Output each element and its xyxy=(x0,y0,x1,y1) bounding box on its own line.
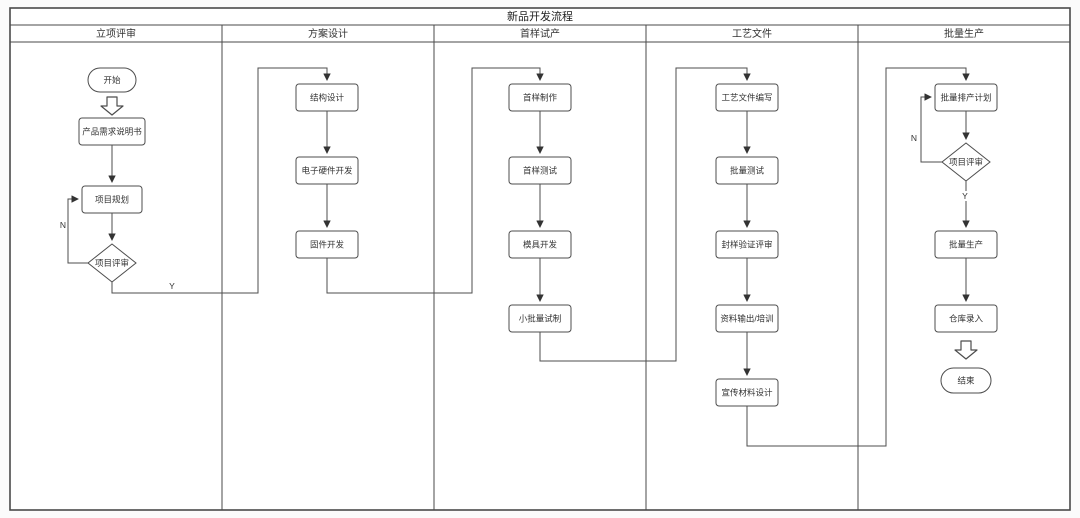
process-shape xyxy=(81,185,143,214)
edge-review2-no-loop xyxy=(920,93,942,163)
node-structure: 结构设计 xyxy=(295,83,359,112)
decision-shape xyxy=(87,243,137,283)
decision-shape xyxy=(941,142,991,182)
node-mass-production: 批量生产 xyxy=(934,230,998,259)
lane-header-mass-production: 批量生产 xyxy=(944,27,984,40)
node-pilot: 小批量试制 xyxy=(508,304,572,333)
node-process-doc: 工艺文件编写 xyxy=(715,83,779,112)
process-shape xyxy=(78,117,146,146)
edge-review1-no-loop xyxy=(67,195,88,264)
process-shape xyxy=(295,230,359,259)
node-review1: 项目评审 xyxy=(87,243,137,283)
process-shape xyxy=(508,304,572,333)
process-shape xyxy=(715,156,779,185)
edge-marketing-to-schedule xyxy=(746,67,970,447)
node-review2: 项目评审 xyxy=(941,142,991,182)
lane-header-solution-design: 方案设计 xyxy=(308,27,348,40)
node-label: 项目评审 xyxy=(95,258,129,268)
block-arrow-down-icon xyxy=(954,340,978,360)
process-shape xyxy=(508,156,572,185)
process-shape xyxy=(934,83,998,112)
node-label: 结构设计 xyxy=(310,93,345,103)
node-hardware: 电子硬件开发 xyxy=(295,156,359,185)
node-sample-make: 首样制作 xyxy=(508,83,572,112)
node-mold: 模具开发 xyxy=(508,230,572,259)
node-label: 工艺文件编写 xyxy=(721,93,772,103)
node-label: 宣传材料设计 xyxy=(721,388,773,398)
edge-label-review1-yes: Y xyxy=(169,281,175,291)
node-label: 批量测试 xyxy=(730,166,765,176)
node-label: 批量生产 xyxy=(949,240,983,250)
node-label: 仓库录入 xyxy=(949,314,984,324)
node-label: 固件开发 xyxy=(310,240,345,250)
node-label: 批量排产计划 xyxy=(940,93,991,103)
node-label: 模具开发 xyxy=(523,240,558,250)
edge-review1-yes-to-structure xyxy=(111,67,331,294)
process-shape xyxy=(715,304,779,333)
node-batch-test: 批量测试 xyxy=(715,156,779,185)
lane-header-project-approval: 立项评审 xyxy=(96,27,136,40)
node-label: 开始 xyxy=(103,75,121,85)
node-label: 结束 xyxy=(957,376,975,386)
node-label: 首样测试 xyxy=(523,166,558,176)
diagram-title: 新品开发流程 xyxy=(507,9,573,23)
node-firmware: 固件开发 xyxy=(295,230,359,259)
lane-header-process-docs: 工艺文件 xyxy=(732,27,772,40)
node-seal-review: 封样验证评审 xyxy=(715,230,779,259)
edge-pilot-to-process-doc xyxy=(539,67,751,362)
node-label: 资料输出/培训 xyxy=(720,314,773,324)
node-label: 首样制作 xyxy=(523,93,558,103)
node-label: 产品需求说明书 xyxy=(82,127,142,137)
process-shape xyxy=(715,83,779,112)
process-shape xyxy=(508,83,572,112)
block-arrow-down-icon xyxy=(100,96,124,116)
edge-label-review2-yes: Y xyxy=(962,191,968,201)
node-label: 小批量试制 xyxy=(519,314,562,324)
lane-header-first-sample: 首样试产 xyxy=(520,27,560,40)
edge-label-review2-no: N xyxy=(911,133,917,143)
process-shape xyxy=(934,230,998,259)
edges: N Y N Y xyxy=(58,67,970,447)
process-shape xyxy=(715,378,779,407)
node-warehouse: 仓库录入 xyxy=(934,304,998,333)
edge-label-review1-no: N xyxy=(60,220,66,230)
node-prd: 产品需求说明书 xyxy=(78,117,146,146)
process-shape xyxy=(508,230,572,259)
node-label: 封样验证评审 xyxy=(721,240,772,250)
edge-firmware-to-sample-make xyxy=(326,67,544,294)
node-label: 项目评审 xyxy=(949,157,983,167)
node-marketing: 宣传材料设计 xyxy=(715,378,779,407)
node-data-output: 资料输出/培训 xyxy=(715,304,779,333)
process-shape xyxy=(715,230,779,259)
node-label: 电子硬件开发 xyxy=(301,166,353,176)
node-schedule: 批量排产计划 xyxy=(934,83,998,112)
process-shape xyxy=(934,304,998,333)
node-start: 开始 xyxy=(87,67,137,93)
start-terminator-shape xyxy=(87,67,137,93)
node-label: 项目规划 xyxy=(95,195,129,205)
node-sample-test: 首样测试 xyxy=(508,156,572,185)
process-shape xyxy=(295,156,359,185)
node-plan: 项目规划 xyxy=(81,185,143,214)
process-shape xyxy=(295,83,359,112)
end-terminator-shape xyxy=(940,367,992,394)
node-end: 结束 xyxy=(940,367,992,394)
